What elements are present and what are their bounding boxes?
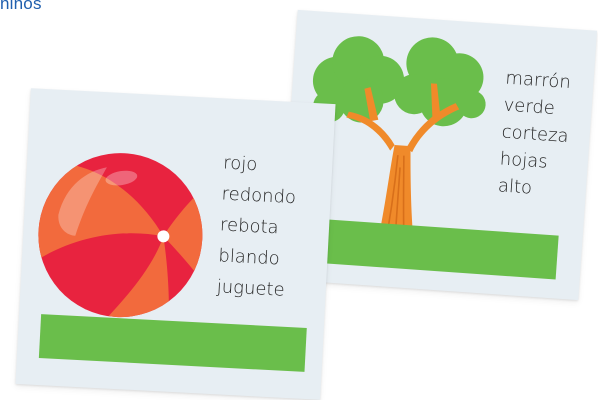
tree-grass-strip: [316, 218, 559, 280]
ball-card[interactable]: rojo redondo rebota blando juguete: [15, 88, 336, 400]
page-header-text: niños: [0, 0, 42, 13]
ball-word: juguete: [216, 276, 286, 301]
tree-word-list: marrón verde corteza hojas alto: [497, 65, 573, 204]
ball-word: rojo: [222, 152, 258, 176]
ball-word: redondo: [221, 183, 297, 209]
ball-word: blando: [217, 245, 281, 270]
tree-card[interactable]: marrón verde corteza hojas alto: [278, 9, 598, 301]
beach-ball-icon: [34, 153, 207, 322]
ball-word-list: rojo redondo rebota blando juguete: [216, 147, 298, 306]
tree-word: alto: [497, 175, 533, 199]
ball-word: rebota: [219, 214, 280, 239]
